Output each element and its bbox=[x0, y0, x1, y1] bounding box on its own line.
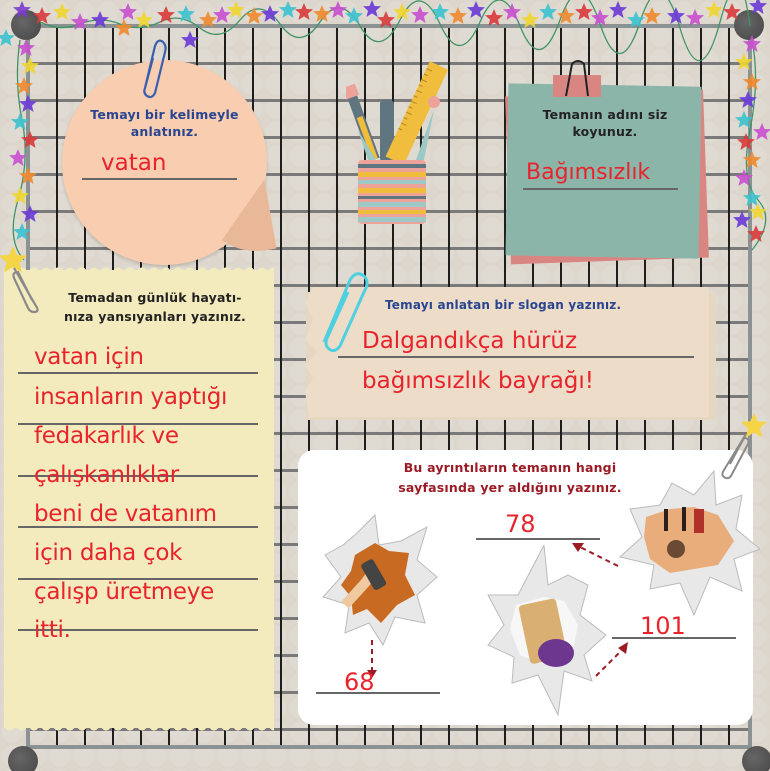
answer-underline bbox=[612, 637, 736, 639]
scallop-edge-bottom bbox=[4, 726, 274, 734]
paperclip-icon bbox=[143, 39, 167, 99]
ruled-line bbox=[18, 629, 258, 631]
dashed-arrow bbox=[367, 640, 377, 678]
daily-life-answer-line[interactable]: çalışkanlıklar bbox=[34, 462, 179, 488]
corner-bolt-bottom-right bbox=[742, 746, 770, 771]
ruled-line bbox=[18, 423, 258, 425]
paperclip-icon bbox=[721, 433, 750, 480]
daily-life-card bbox=[4, 270, 274, 728]
prompt-line: Temayı bir kelimeyle bbox=[90, 107, 239, 122]
daily-life-answer-line[interactable]: beni de vatanım bbox=[34, 501, 217, 527]
page-answer-78[interactable]: 78 bbox=[505, 510, 536, 538]
prompt-line: Temanın adını siz bbox=[542, 107, 668, 122]
theme-name-answer[interactable]: Bağımsızlık bbox=[526, 160, 651, 185]
corner-bolt-top-right bbox=[734, 10, 764, 40]
theme-word-answer[interactable]: vatan bbox=[101, 150, 167, 176]
binder-clip-icon bbox=[565, 60, 589, 97]
prompt-line: anlatınız. bbox=[130, 124, 199, 139]
daily-life-prompt: Temadan günlük hayatı- nıza yansıyanları… bbox=[40, 288, 270, 326]
theme-word-prompt: Temayı bir kelimeyle anlatınız. bbox=[62, 106, 267, 140]
prompt-line: Temadan günlük hayatı- bbox=[68, 290, 242, 305]
slogan-answer-line-2[interactable]: bağımsızlık bayrağı! bbox=[362, 368, 595, 394]
ruled-line bbox=[18, 372, 258, 374]
ruled-line bbox=[18, 578, 258, 580]
page-answer-101[interactable]: 101 bbox=[640, 612, 686, 640]
answer-underline bbox=[476, 538, 600, 540]
daily-life-answer-line[interactable]: vatan için bbox=[34, 344, 144, 370]
binder-clip-base bbox=[553, 75, 601, 97]
dashed-arrow bbox=[572, 543, 619, 567]
answer-underline bbox=[82, 178, 237, 180]
prompt-line: sayfasında yer aldığını yazınız. bbox=[398, 480, 622, 495]
corner-bolt-top-left bbox=[11, 10, 41, 40]
page-answer-68[interactable]: 68 bbox=[344, 668, 375, 696]
answer-underline bbox=[316, 692, 440, 694]
hand-holding-tool-image bbox=[322, 513, 438, 647]
daily-life-answer-line[interactable]: çalışp üretmeye bbox=[34, 579, 214, 605]
theme-name-prompt: Temanın adını siz koyunuz. bbox=[510, 106, 700, 140]
prompt-line: koyunuz. bbox=[572, 124, 638, 139]
daily-life-answer-line[interactable]: fedakarlık ve bbox=[34, 423, 179, 449]
star-icon bbox=[0, 246, 27, 273]
pencil-cup-icon bbox=[346, 61, 449, 224]
scallop-edge-top bbox=[4, 264, 274, 272]
ball-game-image bbox=[618, 469, 760, 617]
corner-bolt-bottom-left bbox=[8, 746, 38, 771]
ruled-line bbox=[18, 526, 258, 528]
paperclip-icon bbox=[322, 272, 369, 353]
prompt-line: Bu ayrıntıların temanın hangi bbox=[403, 460, 617, 475]
daily-life-answer-line[interactable]: itti. bbox=[34, 617, 71, 643]
slogan-answer-line-1[interactable]: Dalgandıkça hürüz bbox=[362, 328, 578, 354]
daily-life-answer-line[interactable]: için daha çok bbox=[34, 540, 183, 566]
basket-carrier-image bbox=[487, 545, 607, 717]
slogan-card bbox=[305, 287, 709, 417]
theme-word-card bbox=[62, 60, 277, 265]
slogan-prompt: Temayı anlatan bir slogan yazınız. bbox=[385, 298, 622, 312]
answer-underline bbox=[523, 188, 678, 190]
dashed-arrow bbox=[595, 642, 628, 677]
answer-underline bbox=[338, 356, 694, 358]
ruled-line bbox=[18, 475, 258, 477]
prompt-line: nıza yansıyanları yazınız. bbox=[63, 309, 246, 324]
page-details-prompt: Bu ayrıntıların temanın hangi sayfasında… bbox=[330, 458, 690, 498]
daily-life-answer-line[interactable]: insanların yaptığı bbox=[34, 384, 228, 410]
paperclip-icon bbox=[12, 267, 39, 314]
star-icon bbox=[741, 413, 767, 438]
